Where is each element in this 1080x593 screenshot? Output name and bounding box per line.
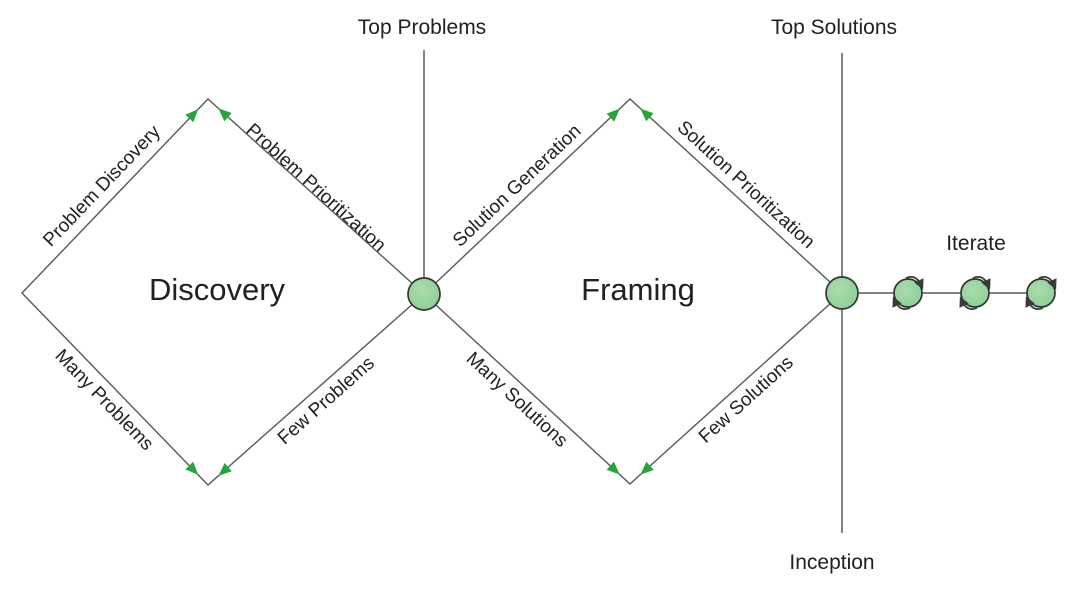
solution-generation-edge-label: Solution Generation (449, 121, 585, 252)
inception-label: Inception (789, 551, 874, 574)
arrowhead-icon (640, 461, 654, 475)
discovery-phase-title: Discovery (149, 272, 286, 307)
many-solutions-edge-label: Many Solutions (462, 348, 572, 452)
top-problems-label: Top Problems (358, 16, 486, 39)
cycle-arrow-icon (1025, 296, 1044, 310)
arrowhead-icon (218, 108, 232, 122)
problem-prioritization-edge-label: Problem Prioritization (242, 120, 390, 257)
milestone-lines (423, 50, 1041, 533)
arrowhead-icon (606, 108, 620, 122)
cycle-arrow-icon (1038, 276, 1057, 290)
iterate-node (960, 278, 990, 308)
arrowhead-icon (640, 108, 654, 122)
top-solutions-label: Top Solutions (771, 16, 897, 39)
arrowhead-icon (218, 463, 232, 476)
many-problems-edge-label: Many Problems (50, 345, 157, 454)
iterate-label: Iterate (946, 232, 1006, 255)
few-problems-edge-label: Few Problems (274, 353, 379, 449)
iterate-node (893, 278, 923, 308)
arrowhead-icon (185, 461, 199, 475)
cycle-arrow-icon (959, 296, 978, 310)
cycle-arrow-icon (892, 296, 911, 310)
top-solutions-node (825, 276, 859, 310)
top-problems-node (407, 277, 441, 311)
solution-prioritization-edge-label: Solution Prioritization (673, 117, 819, 253)
cycle-arrow-icon (905, 276, 924, 290)
edge-arrowheads (185, 108, 654, 476)
arrowhead-icon (185, 109, 199, 123)
diagram-labels: Top Problems Top Solutions Inception Ite… (39, 16, 1005, 574)
framing-phase-title: Framing (581, 272, 695, 307)
cycle-arrow-icon (972, 276, 991, 290)
few-solutions-edge-label: Few Solutions (695, 352, 798, 447)
iterate-node (1026, 278, 1056, 308)
iterate-cycle-arrows (892, 276, 1057, 310)
arrowhead-icon (606, 461, 620, 475)
problem-discovery-edge-label: Problem Discovery (39, 121, 165, 251)
